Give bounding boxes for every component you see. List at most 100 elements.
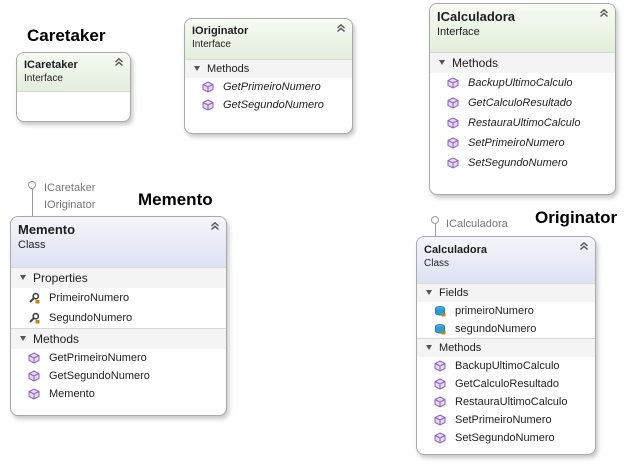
shape-header[interactable]: Calculadora Class	[417, 237, 595, 283]
properties-compartment-header[interactable]: Properties	[11, 267, 226, 288]
list-item[interactable]: GetPrimeiroNumero	[185, 78, 352, 96]
method-cube-icon	[434, 378, 446, 390]
fields-compartment-header[interactable]: Fields	[417, 283, 595, 302]
member-name: SegundoNumero	[49, 312, 133, 324]
double-chevron-up-icon[interactable]	[599, 8, 609, 18]
shape-name: IOriginator	[192, 25, 249, 37]
collapse-triangle-icon[interactable]	[426, 345, 432, 350]
list-item[interactable]: BackupUltimoCalculo	[417, 357, 595, 375]
member-name: PrimeiroNumero	[49, 292, 130, 304]
method-cube-icon	[28, 370, 40, 382]
list-item[interactable]: SegundoNumero	[11, 308, 226, 328]
collapse-triangle-icon[interactable]	[20, 336, 26, 341]
list-item[interactable]: RestauraUltimoCalculo	[430, 113, 615, 133]
list-item[interactable]: SetSegundoNumero	[430, 153, 615, 173]
compartment-label: Fields	[439, 287, 469, 299]
list-item[interactable]: GetSegundoNumero	[185, 96, 352, 114]
method-cube-icon	[447, 157, 459, 169]
collapse-triangle-icon[interactable]	[20, 275, 26, 280]
double-chevron-up-icon[interactable]	[579, 241, 589, 251]
implemented-interface[interactable]: ICalculadora	[446, 218, 508, 230]
empty-compartment	[17, 91, 130, 114]
shape-name: Calculadora	[424, 244, 487, 256]
icalculadora-interface-shape[interactable]: ICalculadora Interface Methods BackupUlt…	[429, 3, 616, 195]
property-wrench-icon	[28, 292, 40, 304]
icaretaker-interface-shape[interactable]: ICaretaker Interface	[16, 52, 131, 122]
interface-lollipop-icon	[28, 181, 36, 189]
lollipop-stem	[32, 189, 33, 216]
collapse-triangle-icon[interactable]	[426, 290, 432, 295]
calculadora-class-shape[interactable]: Calculadora Class Fields primeiroNumero …	[416, 236, 596, 455]
role-label-memento: Memento	[138, 190, 213, 209]
member-name: GetCalculoResultado	[455, 378, 559, 390]
methods-list: BackupUltimoCalculo GetCalculoResultado …	[417, 357, 595, 447]
member-name: GetPrimeiroNumero	[223, 81, 321, 93]
collapse-triangle-icon[interactable]	[439, 60, 445, 65]
shape-name: ICaretaker	[24, 59, 78, 71]
shape-name: Memento	[18, 222, 76, 237]
list-item[interactable]: GetPrimeiroNumero	[11, 349, 226, 367]
methods-list: GetPrimeiroNumero GetSegundoNumero Memen…	[11, 349, 226, 403]
list-item[interactable]: segundoNumero	[417, 320, 595, 338]
compartment-label: Methods	[33, 332, 80, 346]
double-chevron-up-icon[interactable]	[114, 57, 124, 67]
compartment-label: Methods	[207, 63, 250, 75]
implemented-interface[interactable]: ICaretaker	[44, 182, 96, 194]
compartment-label: Properties	[33, 271, 88, 285]
double-chevron-up-icon[interactable]	[210, 221, 220, 231]
list-item[interactable]: RestauraUltimoCalculo	[417, 393, 595, 411]
list-item[interactable]: SetPrimeiroNumero	[417, 411, 595, 429]
methods-compartment-header[interactable]: Methods	[11, 328, 226, 349]
property-wrench-icon	[28, 312, 40, 324]
shape-kind: Interface	[192, 39, 231, 50]
method-cube-icon	[434, 360, 446, 372]
member-name: GetPrimeiroNumero	[49, 352, 147, 364]
list-item[interactable]: GetCalculoResultado	[430, 93, 615, 113]
list-item[interactable]: SetPrimeiroNumero	[430, 133, 615, 153]
method-cube-icon	[202, 99, 214, 111]
member-name: primeiroNumero	[455, 305, 534, 317]
compartment-label: Methods	[452, 56, 499, 70]
field-cylinder-icon	[434, 323, 446, 335]
shape-header[interactable]: ICaretaker Interface	[17, 53, 130, 91]
field-cylinder-icon	[434, 305, 446, 317]
memento-class-shape[interactable]: Memento Class Properties PrimeiroNumero …	[10, 216, 227, 416]
list-item[interactable]: PrimeiroNumero	[11, 288, 226, 308]
shape-kind: Interface	[437, 26, 480, 38]
member-name: Memento	[49, 388, 95, 400]
method-cube-icon	[447, 77, 459, 89]
methods-compartment-header[interactable]: Methods	[430, 52, 615, 73]
member-name: RestauraUltimoCalculo	[455, 396, 568, 408]
list-item[interactable]: BackupUltimoCalculo	[430, 73, 615, 93]
list-item[interactable]: GetSegundoNumero	[11, 367, 226, 385]
compartment-label: Methods	[439, 342, 482, 354]
fields-list: primeiroNumero segundoNumero	[417, 302, 595, 338]
member-name: GetCalculoResultado	[468, 97, 572, 109]
method-cube-icon	[447, 137, 459, 149]
shape-kind: Interface	[24, 73, 63, 84]
list-item[interactable]: Memento	[11, 385, 226, 403]
collapse-triangle-icon[interactable]	[194, 66, 200, 71]
list-item[interactable]: primeiroNumero	[417, 302, 595, 320]
shape-header[interactable]: ICalculadora Interface	[430, 4, 615, 52]
properties-list: PrimeiroNumero SegundoNumero	[11, 288, 226, 328]
lollipop-stem	[435, 224, 436, 236]
interface-lollipop-icon	[431, 216, 439, 224]
member-name: SetPrimeiroNumero	[455, 414, 552, 426]
implemented-interface[interactable]: IOriginator	[44, 199, 96, 211]
shape-header[interactable]: IOriginator Interface	[185, 19, 352, 59]
member-name: GetSegundoNumero	[49, 370, 150, 382]
methods-list: GetPrimeiroNumero GetSegundoNumero	[185, 78, 352, 114]
method-cube-icon	[202, 81, 214, 93]
member-name: BackupUltimoCalculo	[455, 360, 560, 372]
methods-compartment-header[interactable]: Methods	[185, 59, 352, 78]
member-name: SetSegundoNumero	[455, 432, 555, 444]
shape-kind: Class	[18, 239, 46, 251]
list-item[interactable]: SetSegundoNumero	[417, 429, 595, 447]
shape-header[interactable]: Memento Class	[11, 217, 226, 267]
method-cube-icon	[28, 352, 40, 364]
ioriginator-interface-shape[interactable]: IOriginator Interface Methods GetPrimeir…	[184, 18, 353, 134]
list-item[interactable]: GetCalculoResultado	[417, 375, 595, 393]
methods-compartment-header[interactable]: Methods	[417, 338, 595, 357]
double-chevron-up-icon[interactable]	[336, 23, 346, 33]
